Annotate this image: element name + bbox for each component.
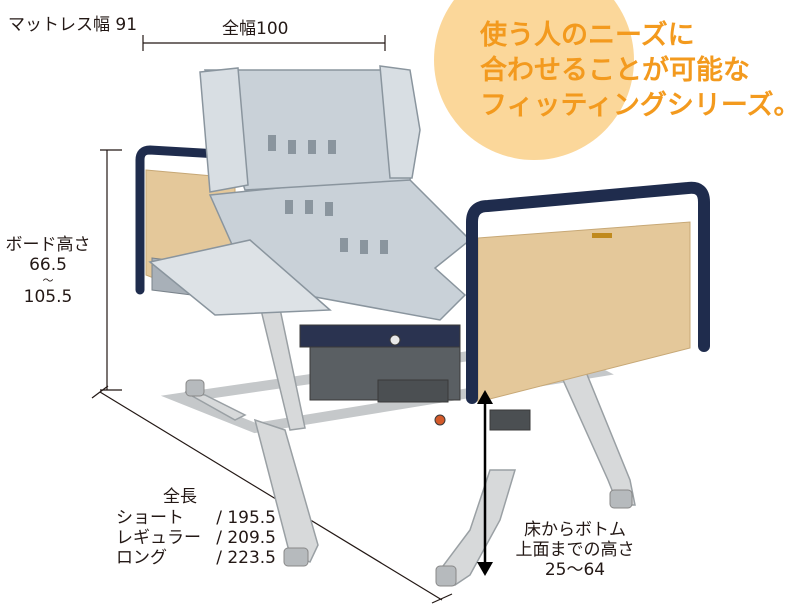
length-regular-value: / 209.5 <box>216 528 276 548</box>
mattress-width-label: マットレス幅 91 <box>8 15 138 35</box>
catch-copy: 使う人のニーズに 合わせることが可能な フィッティングシリーズ。 <box>480 18 788 123</box>
bottom-height-line-2: 上面までの高さ <box>515 540 635 560</box>
base-frame <box>160 284 636 586</box>
bottom-height-label: 床からボトム 上面までの高さ 25〜64 <box>500 520 650 580</box>
catch-line-3: フィッティングシリーズ。 <box>480 90 788 121</box>
mechanism <box>299 324 531 431</box>
deck-slots <box>268 135 388 254</box>
accent-circle <box>434 0 634 160</box>
board-height-min: 66.5 <box>29 255 67 275</box>
length-regular-name: レギュラー <box>116 528 201 548</box>
length-row-long: ロング / 223.5 <box>116 548 276 568</box>
length-short-name: ショート <box>116 508 184 528</box>
length-long-name: ロング <box>116 548 167 568</box>
total-length-table: ショート / 195.5 レギュラー / 209.5 ロング / 223.5 <box>116 508 276 568</box>
bottom-height-line-1: 床からボトム <box>524 520 626 540</box>
catch-line-2: 合わせることが可能な <box>480 55 750 86</box>
casters <box>185 379 633 587</box>
total-length-title: 全長 <box>163 487 197 507</box>
length-row-regular: レギュラー / 209.5 <box>116 528 276 548</box>
board-height-max: 105.5 <box>23 287 73 307</box>
total-width-label: 全幅100 <box>222 19 289 39</box>
bottom-height-range: 25〜64 <box>544 560 606 580</box>
board-height-title: ボード高さ <box>5 235 91 255</box>
board-height-label: ボード高さ 66.5 〜 105.5 <box>0 235 96 307</box>
catch-line-1: 使う人のニーズに <box>480 20 695 51</box>
length-long-value: / 223.5 <box>216 548 276 568</box>
board-height-range-mark: 〜 <box>42 274 54 287</box>
foot-board <box>466 181 710 404</box>
bottom-height-arrow <box>477 390 493 576</box>
length-dimension-line <box>99 391 443 601</box>
length-short-value: / 195.5 <box>216 508 276 528</box>
dimension-lines <box>91 35 453 604</box>
length-row-short: ショート / 195.5 <box>116 508 276 528</box>
